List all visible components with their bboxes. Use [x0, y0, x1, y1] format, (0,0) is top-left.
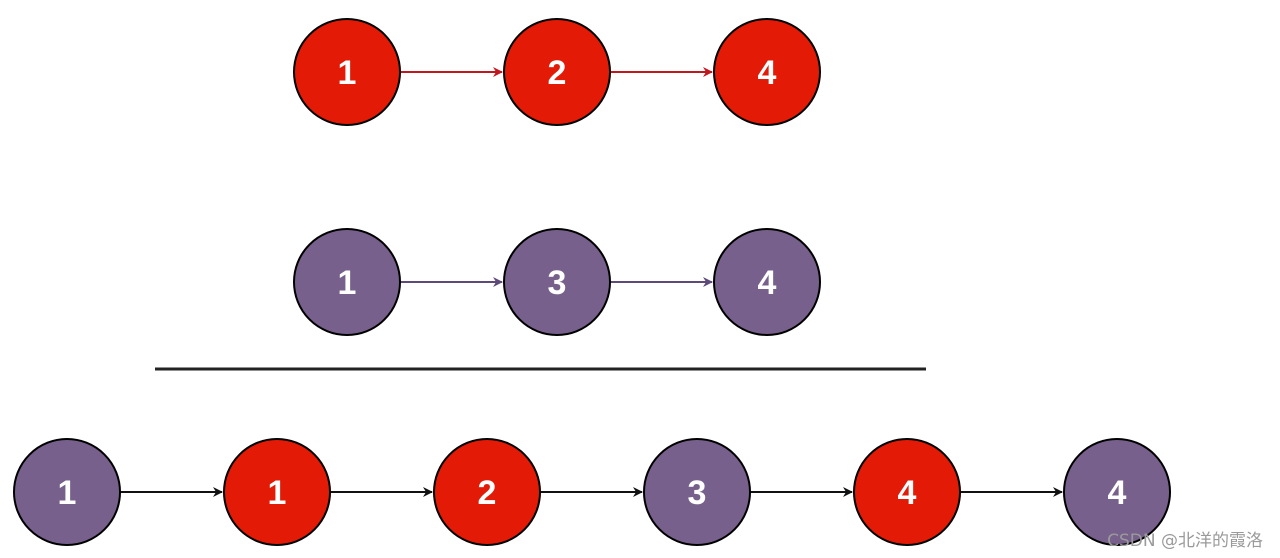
node-value: 1 [338, 264, 357, 302]
list-node [503, 228, 611, 336]
list-node [713, 18, 821, 126]
node-value: 1 [58, 474, 77, 512]
node-value: 2 [548, 54, 567, 92]
list-node [293, 18, 401, 126]
list-node [223, 438, 331, 546]
merged-list: 1 1 2 3 4 4 [13, 438, 1171, 546]
list-node [433, 438, 541, 546]
list-node [1063, 438, 1171, 546]
node-value: 4 [758, 264, 777, 302]
node-value: 3 [548, 264, 567, 302]
list-2-purple: 1 3 4 [293, 228, 821, 336]
watermark-text: CSDN @北洋的霞洛 [1107, 531, 1263, 551]
node-value: 4 [1108, 474, 1127, 512]
list-node [853, 438, 961, 546]
list-node [643, 438, 751, 546]
node-value: 2 [478, 474, 497, 512]
node-value: 1 [338, 54, 357, 92]
list-node [503, 18, 611, 126]
list-node [13, 438, 121, 546]
node-value: 4 [758, 54, 777, 92]
list-1-red: 1 2 4 [293, 18, 821, 126]
node-value: 1 [268, 474, 287, 512]
list-node [293, 228, 401, 336]
node-value: 3 [688, 474, 707, 512]
node-value: 4 [898, 474, 917, 512]
list-node [713, 228, 821, 336]
